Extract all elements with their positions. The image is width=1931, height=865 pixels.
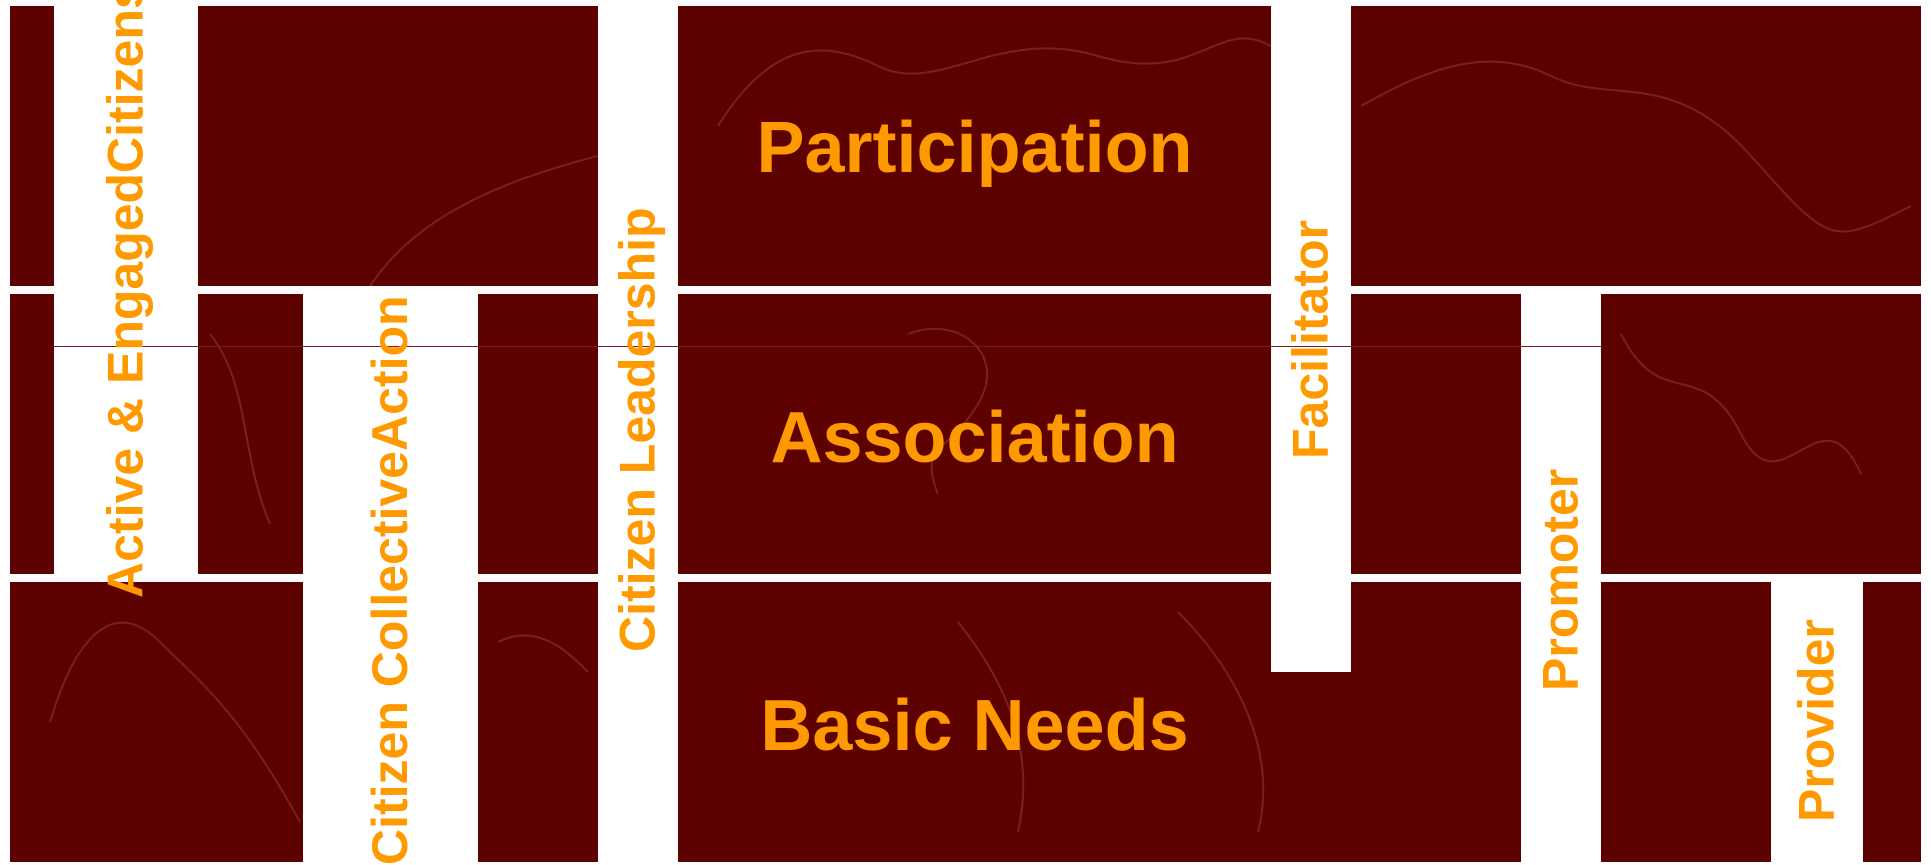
- row-label-participation: Participation: [756, 108, 1193, 188]
- role-label-active-engaged-citizens: Active & Engaged Citizens: [54, 0, 198, 598]
- panel-right-top: [1351, 6, 1921, 286]
- role-label-citizen-leadership: Citizen Leadership: [598, 120, 678, 740]
- strip-promoter: [1521, 294, 1601, 862]
- role-label-promoter: Promoter: [1521, 410, 1601, 750]
- panel-center-top: [678, 6, 1271, 286]
- strip-provider: [1771, 582, 1863, 862]
- strip-leadership: [598, 0, 678, 862]
- role-label-active-line2: Citizens: [97, 0, 154, 174]
- panel-right-bottom-b: [1863, 582, 1921, 862]
- panel-center-middle: [678, 294, 1271, 574]
- role-label-citizen-collective-action: Citizen Collective Action: [303, 295, 478, 865]
- divider-line: [54, 346, 1601, 347]
- role-label-provider-text: Provider: [1788, 619, 1845, 823]
- row-label-basic-needs: Basic Needs: [760, 686, 1189, 766]
- role-label-leadership-text: Citizen Leadership: [609, 207, 666, 653]
- role-label-collective-line2: Action: [362, 295, 418, 451]
- row-label-association: Association: [770, 398, 1179, 478]
- panel-right-middle: [1351, 294, 1521, 574]
- strip-facilitator: [1271, 0, 1351, 672]
- panel-left-bottom-b: [478, 582, 598, 862]
- role-label-facilitator-text: Facilitator: [1282, 220, 1339, 460]
- panel-left-middle-b: [478, 294, 598, 574]
- panel-right-middle-b: [1601, 294, 1921, 574]
- role-label-active-line1: Active & Engaged: [97, 173, 154, 599]
- strip-collective-action: [303, 294, 478, 862]
- role-label-collective-line1: Citizen Collective: [362, 450, 418, 865]
- role-label-promoter-text: Promoter: [1532, 468, 1589, 692]
- panel-left-bottom: [10, 582, 303, 862]
- role-label-provider: Provider: [1771, 586, 1863, 856]
- strip-active-citizens: [54, 6, 198, 574]
- panel-right-bottom: [1601, 582, 1771, 862]
- role-label-facilitator: Facilitator: [1271, 170, 1351, 510]
- panel-center-bottom: [678, 582, 1521, 862]
